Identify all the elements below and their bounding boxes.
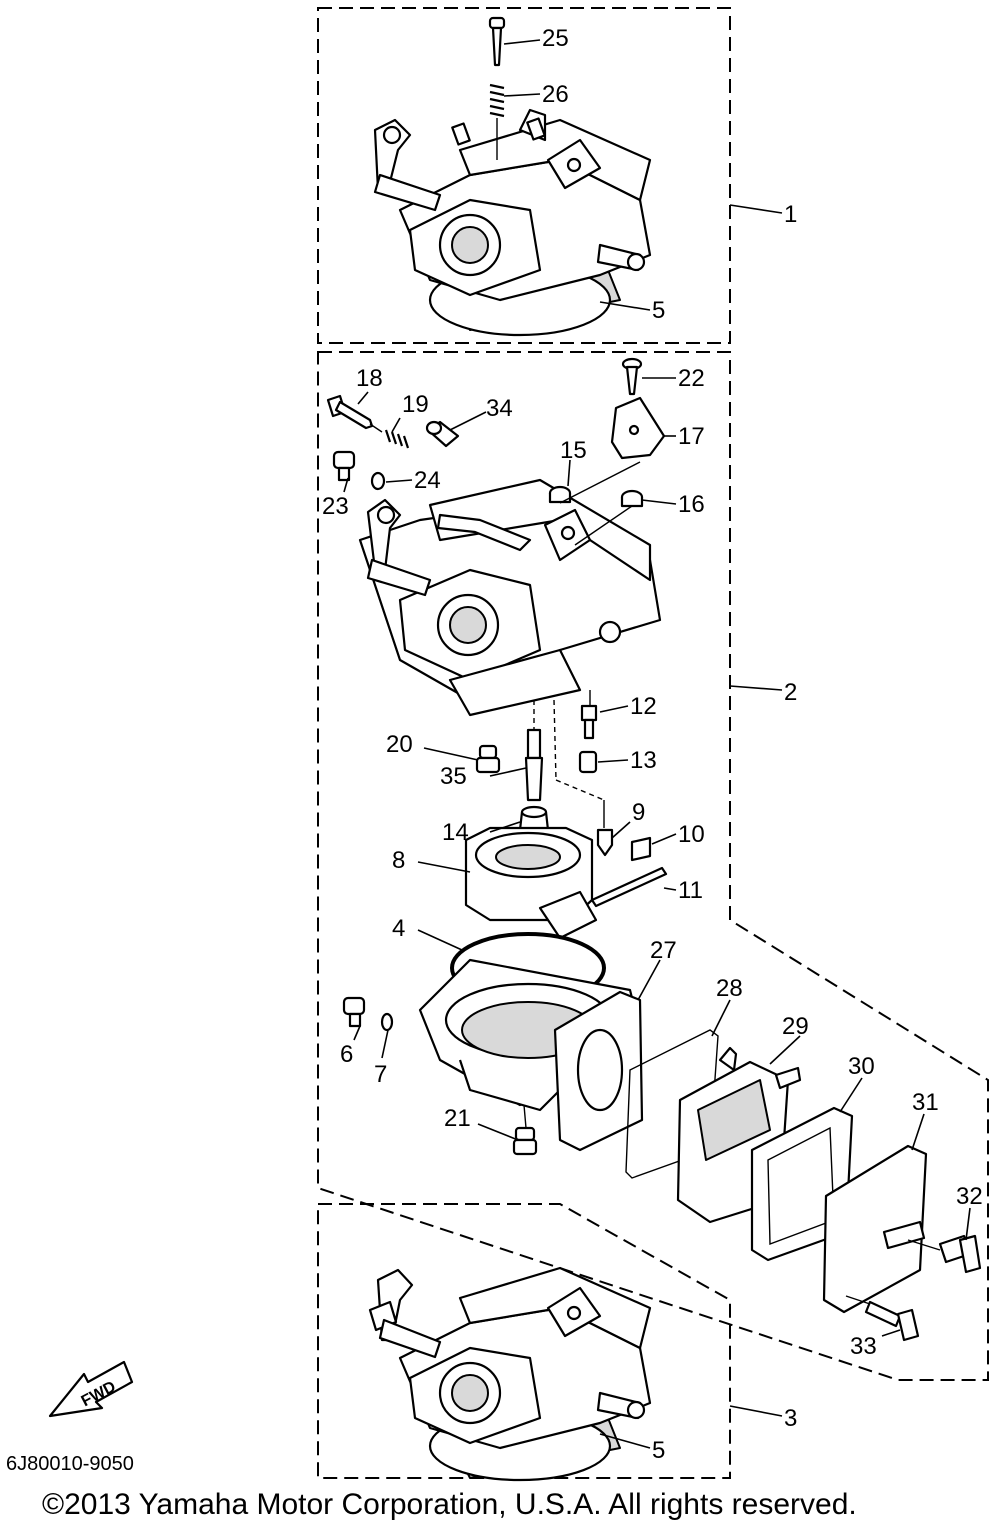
part-24-washer <box>370 471 386 491</box>
callout-5-bottom: 5 <box>652 1437 665 1464</box>
carburetor-assembly-bottom <box>368 1266 652 1482</box>
callout-14: 14 <box>442 819 469 846</box>
group-box-3 <box>317 1203 731 1479</box>
part-10-clip <box>630 836 652 862</box>
part-34-fitting <box>425 420 460 448</box>
callout-labels: 25 26 1 5 18 19 34 22 17 15 24 23 16 2 1… <box>322 25 983 1464</box>
carburetor-body-middle <box>358 478 662 717</box>
part-11-pin <box>590 866 668 908</box>
callout-24: 24 <box>414 467 441 494</box>
callout-5: 5 <box>652 297 665 324</box>
leader-lines <box>343 39 971 1449</box>
callout-17: 17 <box>678 423 705 450</box>
callout-18: 18 <box>356 365 383 392</box>
callout-15: 15 <box>560 437 587 464</box>
callout-25: 25 <box>542 25 569 52</box>
part-23-bolt <box>332 450 356 482</box>
part-27-gasket <box>553 990 644 1152</box>
callout-7: 7 <box>374 1061 387 1088</box>
callout-35: 35 <box>440 763 467 790</box>
group-box-1 <box>317 7 731 344</box>
part-6-bolt <box>342 996 366 1028</box>
callout-20: 20 <box>386 731 413 758</box>
callout-22: 22 <box>678 365 705 392</box>
part-33-bolt <box>864 1300 920 1342</box>
callout-13: 13 <box>630 747 657 774</box>
callout-33: 33 <box>850 1333 877 1360</box>
callout-21: 21 <box>444 1105 471 1132</box>
callout-23: 23 <box>322 493 349 520</box>
part-13-jet <box>578 750 598 774</box>
fwd-arrow-icon: FWD <box>48 1360 134 1418</box>
callout-11: 11 <box>678 877 703 904</box>
callout-32: 32 <box>956 1183 983 1210</box>
part-9-needle-valve <box>596 828 614 857</box>
part-35-nozzle <box>524 728 544 802</box>
callout-34: 34 <box>486 395 513 422</box>
part-21-bolt <box>512 1126 538 1156</box>
callout-16: 16 <box>678 491 705 518</box>
part-25-screw <box>488 16 506 67</box>
callout-31: 31 <box>912 1089 939 1116</box>
copyright-notice: ©2013 Yamaha Motor Corporation, U.S.A. A… <box>42 1488 857 1521</box>
callout-26: 26 <box>542 81 569 108</box>
callout-30: 30 <box>848 1053 875 1080</box>
callout-28: 28 <box>716 975 743 1002</box>
part-26-spring <box>489 83 505 160</box>
carburetor-assembly-top <box>373 108 652 337</box>
callout-12: 12 <box>630 693 657 720</box>
group-box-2 <box>317 351 989 1381</box>
part-19-spring <box>384 429 410 449</box>
part-14-seat <box>518 805 550 832</box>
part-7-washer <box>380 1012 394 1032</box>
part-8-float <box>464 826 598 940</box>
part-16-plug <box>620 489 644 508</box>
callout-27: 27 <box>650 937 677 964</box>
callout-4: 4 <box>392 915 405 942</box>
part-22-screw <box>621 357 643 396</box>
part-18-screw <box>326 394 383 433</box>
callout-9: 9 <box>632 799 645 826</box>
callout-10: 10 <box>678 821 705 848</box>
drawing-code: 6J80010-9050 <box>6 1453 134 1475</box>
part-12-jet <box>580 704 598 740</box>
part-20-bolt <box>475 744 501 774</box>
part-32-bolt <box>938 1234 982 1274</box>
callout-8: 8 <box>392 847 405 874</box>
callout-19: 19 <box>402 391 429 418</box>
part-17-cover <box>610 396 666 460</box>
callout-3: 3 <box>784 1405 797 1432</box>
part-31-cover <box>822 1144 928 1314</box>
callout-1: 1 <box>784 201 797 228</box>
callout-2: 2 <box>784 679 797 706</box>
callout-6: 6 <box>340 1041 353 1068</box>
callout-29: 29 <box>782 1013 809 1040</box>
